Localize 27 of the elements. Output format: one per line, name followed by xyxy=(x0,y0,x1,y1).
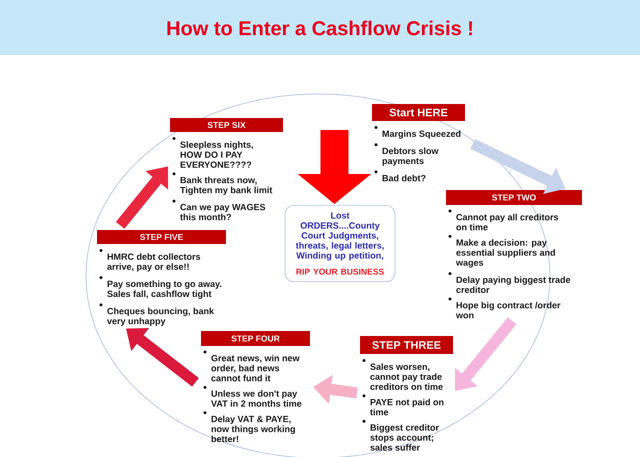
bullet-text: Pay something to go away. Sales fall, cashflow tight xyxy=(107,280,222,299)
bullet-text: Can we pay WAGES this month? xyxy=(180,204,266,220)
bullet-text: Unless we don't pay VAT in 2 months time xyxy=(211,390,302,407)
bullet-text: Sleepless nights, HOW DO I PAY EVERYONE???? xyxy=(180,141,253,168)
rounded-box: Lost ORDERS....County Court Judgments, threats, legal letters, Winding up petition, RIP YOUR BUSINESS xyxy=(284,205,396,282)
bullet-text: Margins Squeezed xyxy=(382,130,460,139)
bullet-text: Make a decision: pay essential suppliers and wages xyxy=(456,239,555,268)
step-heading: STEP FOUR xyxy=(201,331,310,346)
step-heading: STEP SIX xyxy=(170,118,283,132)
title-banner: How to Enter a Cashflow Crisis ! xyxy=(0,0,640,55)
bullet-text: Cannot pay all creditors on time xyxy=(456,214,558,230)
bullet-text: Sales worsen, cannot pay trade creditors on time xyxy=(370,363,443,390)
bullet-text: Delay VAT & PAYE, now things working better! xyxy=(212,416,295,442)
bullet-text: PAYE not paid on time xyxy=(370,398,444,416)
bullet-text: Delay paying biggest trade creditor xyxy=(456,276,570,293)
step-heading: Start HERE xyxy=(372,104,465,121)
bullet-text: Debtors slow payments xyxy=(382,148,439,166)
bullet-text: Bank threats now, Tighten my bank limit xyxy=(180,176,272,196)
bullet-text: Bad debt? xyxy=(382,174,426,182)
bullet-text: Biggest creditor stops account; sales suffer xyxy=(370,424,439,451)
step-heading: STEP THREE xyxy=(360,336,453,354)
bullet-text: Hope big contract /order won xyxy=(456,302,560,318)
bullet-text: Great news, win new order, bad news cannot fund it xyxy=(211,354,300,382)
bullet-text: HMRC debt collectors arrive, pay or else!! xyxy=(107,253,200,272)
step-heading: STEP FIVE xyxy=(97,230,226,244)
bullet-text: Cheques bouncing, bank very unhappy xyxy=(107,308,214,326)
step-heading: STEP TWO xyxy=(446,190,582,205)
